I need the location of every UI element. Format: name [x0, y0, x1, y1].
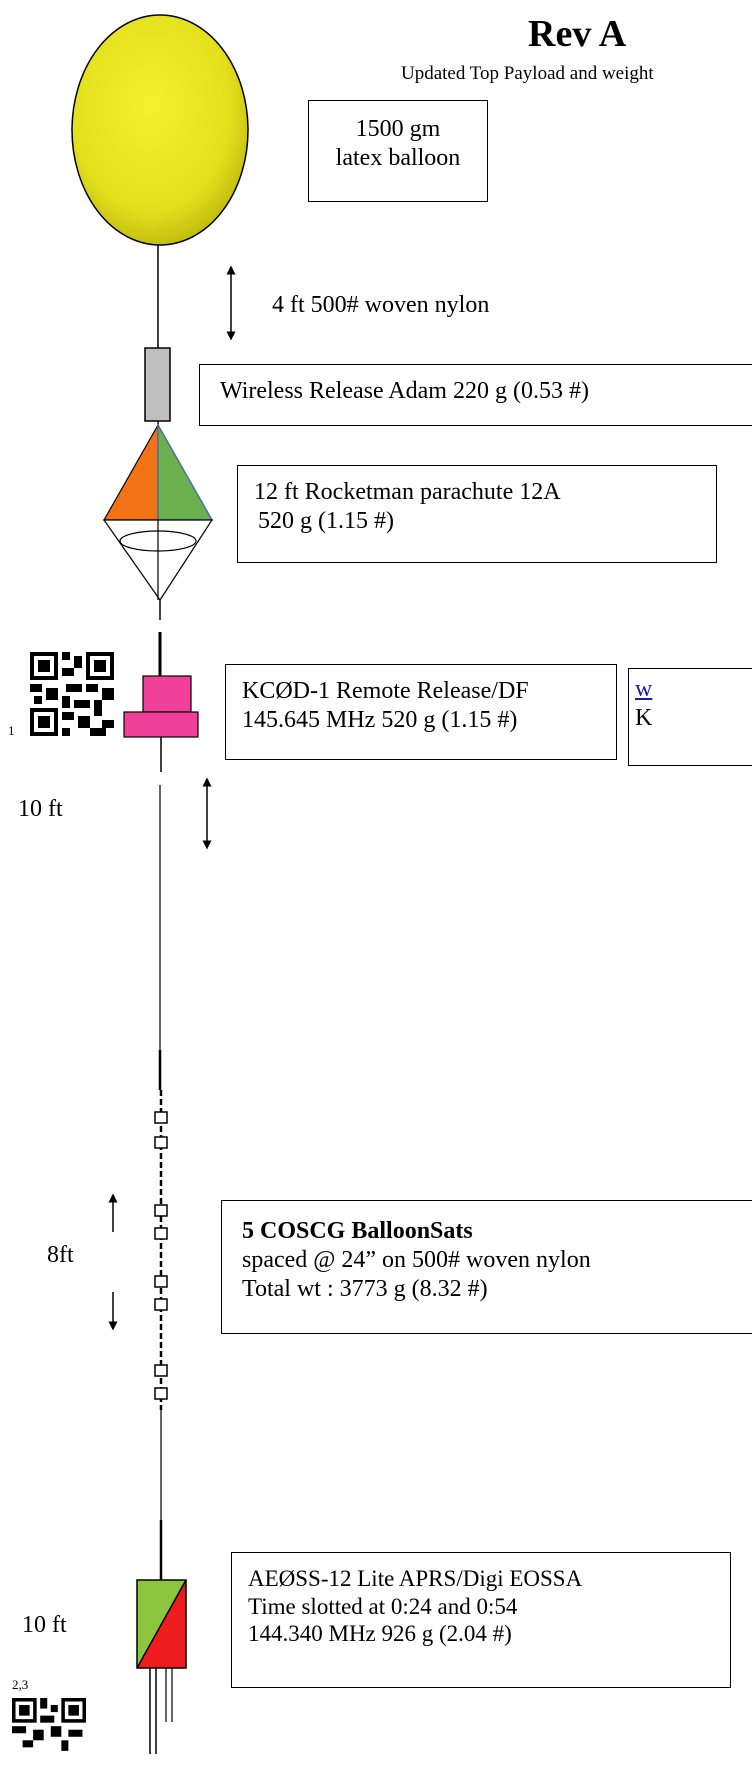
remote-release-base: [123, 711, 199, 738]
aprs-line2: Time slotted at 0:24 and 0:54: [248, 1593, 518, 1619]
balloonsats-line2: spaced @ 24” on 500# woven nylon: [242, 1246, 591, 1273]
release-label: Wireless Release Adam 220 g (0.53 #): [220, 378, 589, 404]
aprs-line1: AEØSS-12 Lite APRS/Digi EOSSA: [248, 1566, 583, 1591]
tether-top-label: 4 ft 500# woven nylon: [272, 292, 490, 318]
balloonsats-label-box: 5 COSCG BalloonSats spaced @ 24” on 500#…: [221, 1200, 752, 1334]
balloon-shape: [71, 14, 249, 246]
release-shape: [144, 347, 171, 422]
balloon-label-box: 1500 gm latex balloon: [308, 100, 488, 202]
parachute-line1: 12 ft Rocketman parachute 12A: [254, 479, 561, 505]
page-title: Rev A: [528, 13, 627, 55]
balloonsats-spacing-label: 8ft: [47, 1242, 74, 1268]
remote-release-line2: 145.645 MHz 520 g (1.15 #): [242, 706, 518, 733]
qr-code-2-icon: [12, 1698, 86, 1772]
qr-code-1-icon: [30, 652, 114, 736]
remote-release-top: [142, 675, 192, 713]
parachute-label-box: 12 ft Rocketman parachute 12A 520 g (1.1…: [237, 465, 717, 563]
parachute-left: [102, 422, 159, 521]
balloonsats-line3: Total wt : 3773 g (8.32 #): [242, 1275, 488, 1302]
parachute-line2: 520 g (1.15 #): [258, 507, 394, 534]
aprs-footnote: 2,3: [12, 1677, 29, 1692]
balloonsats-title: 5 COSCG BalloonSats: [242, 1218, 473, 1244]
page-subtitle: Updated Top Payload and weight: [401, 63, 654, 84]
remote-release-side-text: K: [635, 704, 653, 731]
parachute-right: [157, 422, 214, 521]
balloon-line1: 1500 gm: [355, 116, 441, 142]
balloonsats-chain: [154, 1090, 168, 1410]
aprs-line3: 144.340 MHz 926 g (2.04 #): [248, 1621, 512, 1647]
balloon-line2: latex balloon: [335, 144, 461, 171]
remote-release-side-box: w K: [628, 668, 752, 766]
remote-release-footnote: 1: [8, 723, 15, 738]
remote-release-label-box: KCØD-1 Remote Release/DF 145.645 MHz 520…: [225, 664, 617, 760]
remote-release-side-link[interactable]: w: [635, 676, 653, 702]
remote-release-line1: KCØD-1 Remote Release/DF: [242, 678, 529, 704]
spacing-1-label: 10 ft: [18, 796, 63, 822]
spacing-2-label: 10 ft: [22, 1612, 67, 1638]
release-label-box: Wireless Release Adam 220 g (0.53 #): [199, 364, 752, 426]
aprs-label-box: AEØSS-12 Lite APRS/Digi EOSSA Time slott…: [231, 1552, 731, 1688]
